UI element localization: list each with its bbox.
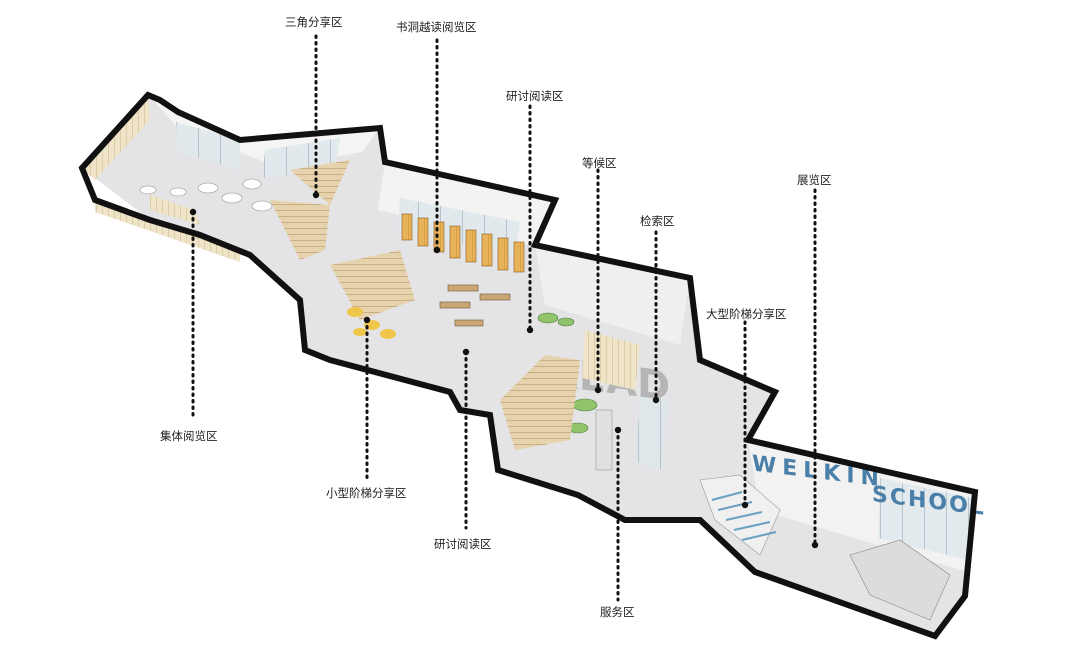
label-seminar-bottom: 研讨阅读区 bbox=[434, 537, 492, 551]
label-service: 服务区 bbox=[600, 605, 635, 619]
label-stack-browse: 书洞越读阅览区 bbox=[396, 20, 477, 34]
glass-wall-5 bbox=[636, 392, 668, 470]
small-stair-share bbox=[330, 250, 415, 320]
triangle-share-base bbox=[270, 200, 330, 260]
glass-wall-4 bbox=[878, 478, 972, 560]
service-pillar bbox=[595, 409, 613, 471]
label-large-stair-share: 大型阶梯分享区 bbox=[706, 307, 787, 321]
leader-dots bbox=[189, 191, 819, 549]
label-triangle-share: 三角分享区 bbox=[285, 15, 343, 29]
label-seminar-top: 研讨阅读区 bbox=[506, 89, 564, 103]
exhibition-stairs bbox=[849, 539, 951, 621]
leader-lines bbox=[191, 34, 817, 602]
tables-left bbox=[139, 178, 273, 212]
building-floor bbox=[82, 95, 975, 636]
glass-wall-1 bbox=[176, 122, 240, 170]
book-stacks bbox=[401, 213, 525, 273]
shelf-mid bbox=[582, 330, 640, 390]
bookshelf-curve bbox=[150, 195, 200, 225]
mid-stairs bbox=[500, 355, 580, 450]
label-exhibition: 展览区 bbox=[797, 173, 832, 187]
triangle-share-steps bbox=[290, 160, 350, 205]
label-search: 检索区 bbox=[640, 214, 675, 228]
label-small-stair-share: 小型阶梯分享区 bbox=[326, 486, 407, 500]
label-waiting: 等候区 bbox=[582, 156, 617, 170]
seminar-tables bbox=[439, 284, 511, 327]
building-outline bbox=[78, 91, 979, 640]
label-group-reading: 集体阅览区 bbox=[160, 429, 218, 443]
bookshelf-left-wall bbox=[82, 95, 150, 180]
